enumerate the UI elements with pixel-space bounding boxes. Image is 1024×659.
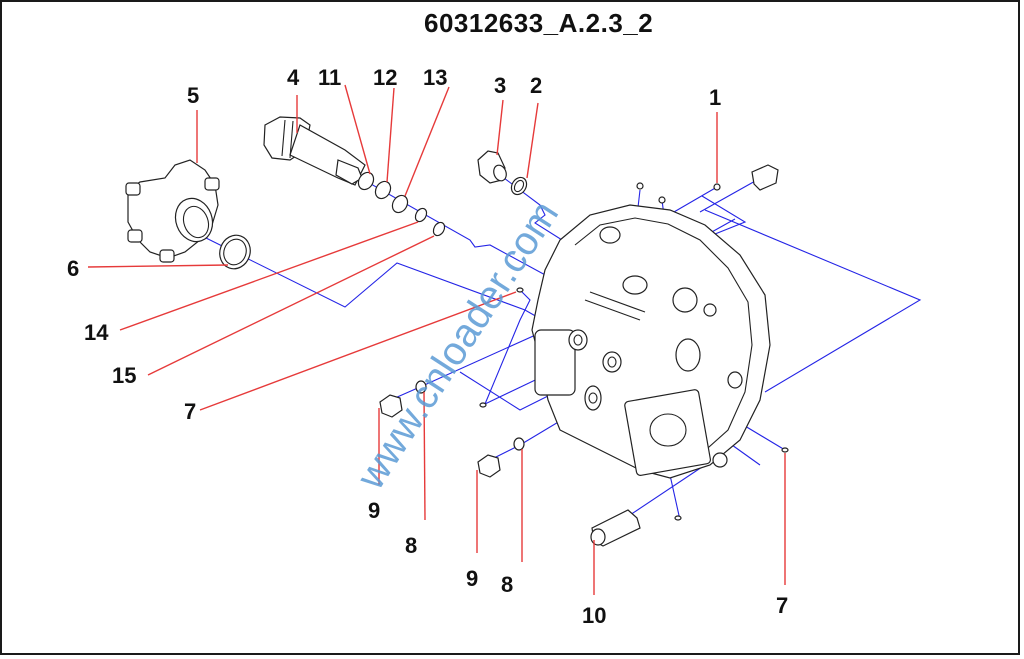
callout-8-upper: 8 — [405, 533, 417, 558]
callout-9-lower: 9 — [466, 566, 478, 591]
callout-labels: 5 4 11 12 13 3 2 1 6 14 15 7 9 8 9 8 10 … — [67, 65, 788, 628]
ring-14 — [414, 207, 428, 223]
leader-lines — [87, 84, 786, 595]
callout-8-lower: 8 — [501, 572, 513, 597]
ring-12 — [374, 180, 392, 200]
part-9-plug-lower — [477, 454, 501, 478]
callout-11: 11 — [318, 65, 341, 90]
part-8-washer-lower — [513, 437, 525, 451]
ring-15 — [432, 221, 446, 237]
callout-4: 4 — [287, 65, 300, 90]
part-2-seal — [510, 176, 528, 196]
callout-14: 14 — [84, 320, 109, 345]
leader-13 — [404, 86, 450, 197]
callout-5: 5 — [187, 83, 199, 108]
rings-11-15 — [357, 171, 446, 237]
watermark: www.cnloader.com — [348, 193, 567, 497]
callout-6: 6 — [67, 256, 79, 281]
ring-13 — [391, 194, 409, 214]
plug-top-right — [751, 164, 779, 191]
callout-13: 13 — [423, 65, 447, 90]
callout-15: 15 — [112, 363, 136, 388]
main-housing — [531, 204, 771, 479]
leader-3 — [496, 99, 504, 156]
callout-7-right: 7 — [776, 593, 788, 618]
callout-2: 2 — [530, 73, 542, 98]
callout-1: 1 — [709, 85, 721, 110]
axis-right-loop — [704, 209, 922, 393]
leader-15 — [147, 235, 435, 376]
part-7-pins — [479, 287, 789, 521]
axis-block — [459, 371, 561, 411]
axis-pin-bottom — [669, 474, 681, 521]
callout-12: 12 — [373, 65, 397, 90]
part-5-flange-housing — [125, 159, 220, 263]
diagram-title: 60312633_A.2.3_2 — [424, 8, 654, 38]
callout-3: 3 — [494, 73, 506, 98]
axis-plug-top — [699, 179, 758, 213]
part-3-plug — [477, 150, 507, 184]
leader-8-upper — [423, 391, 426, 521]
part-10-bolt — [590, 509, 641, 547]
leader-6 — [87, 264, 229, 268]
leader-11 — [344, 84, 371, 175]
leader-2 — [526, 102, 539, 179]
leader-14 — [119, 221, 419, 331]
callout-10: 10 — [582, 603, 606, 628]
part-8-washer-upper — [415, 380, 427, 394]
part-4-valve-cartridge — [263, 116, 366, 186]
axis-4 — [354, 174, 561, 284]
axis-3-2 — [499, 174, 571, 246]
leader-7-left — [199, 291, 517, 411]
part-9-plug-upper — [379, 394, 403, 418]
callout-7-left: 7 — [184, 399, 196, 424]
callout-9-upper: 9 — [368, 498, 380, 523]
axis-7-left — [484, 289, 531, 405]
part-6-o-ring — [219, 234, 251, 270]
leader-12 — [386, 87, 395, 183]
